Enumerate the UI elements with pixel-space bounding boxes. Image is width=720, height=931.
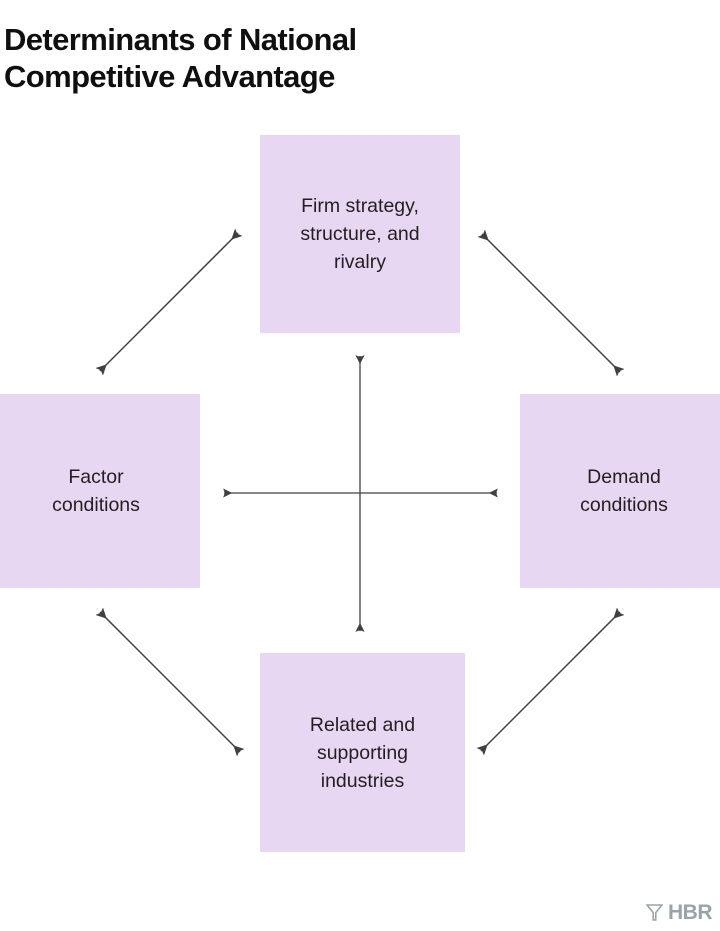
edge-firm-to-demand	[477, 229, 625, 377]
page-title: Determinants of National Competitive Adv…	[4, 21, 357, 94]
node-related-industries: Related and supporting industries	[260, 653, 465, 852]
node-firm-strategy: Firm strategy, structure, and rivalry	[260, 135, 460, 333]
edge-factor-to-related	[95, 607, 245, 757]
edge-related-to-demand	[476, 607, 625, 756]
node-factor-conditions-label: Factor conditions	[52, 466, 140, 516]
edge-factor-to-firm	[95, 228, 243, 376]
node-demand-conditions: Demand conditions	[520, 394, 720, 588]
hbr-logo: HBR	[646, 901, 713, 924]
hbr-funnel-icon	[646, 904, 663, 921]
node-related-industries-label: Related and supporting industries	[309, 713, 416, 792]
node-demand-conditions-label: Demand conditions	[580, 466, 668, 516]
node-factor-conditions: Factor conditions	[0, 394, 200, 588]
hbr-wordmark: HBR	[668, 901, 713, 924]
node-firm-strategy-label: Firm strategy, structure, and rivalry	[300, 195, 420, 273]
